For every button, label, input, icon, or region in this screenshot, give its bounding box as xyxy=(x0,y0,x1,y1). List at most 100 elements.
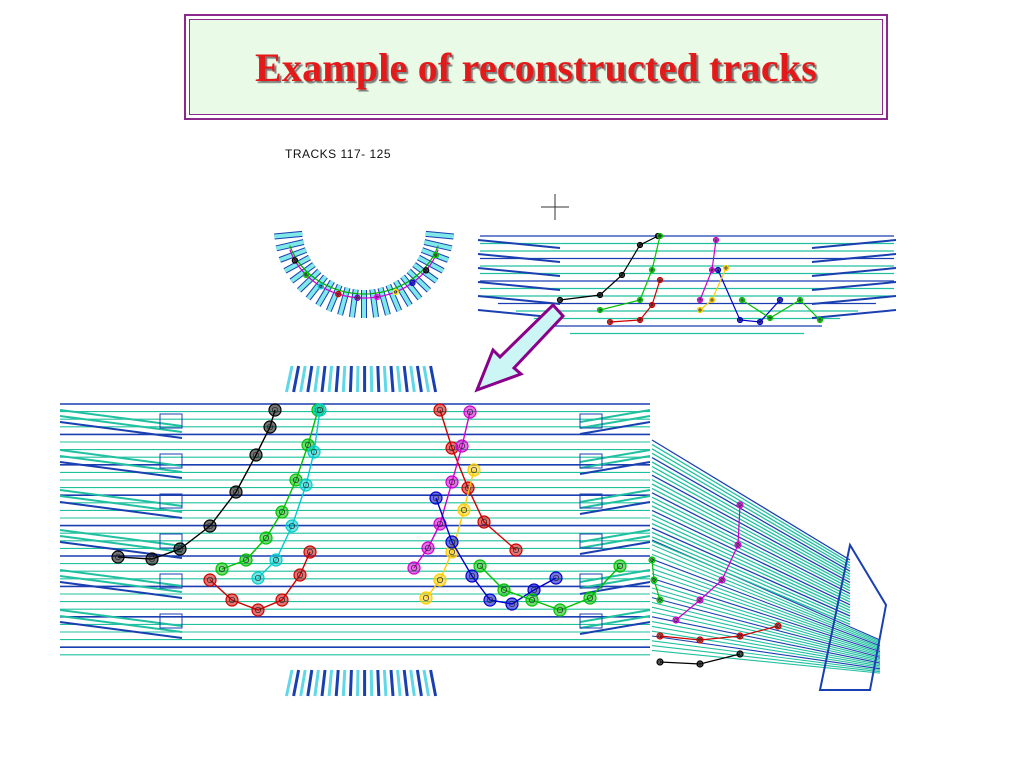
persp-hit xyxy=(736,650,744,658)
end-module-fill xyxy=(400,275,422,300)
side-hit xyxy=(596,306,604,314)
end-module-fill xyxy=(290,262,316,283)
persp-layer-a xyxy=(651,448,851,567)
persp-layer-b xyxy=(651,611,881,663)
zoom-hit xyxy=(173,542,187,556)
track-hit-core xyxy=(650,558,654,562)
zoom-hit xyxy=(251,603,265,617)
zoom-module-left xyxy=(59,449,183,467)
zoom-module-left xyxy=(59,621,183,639)
comb-module xyxy=(382,365,388,393)
zoom-hit xyxy=(477,515,491,529)
zoom-hit xyxy=(229,485,243,499)
persp-layer-a xyxy=(651,465,851,578)
persp-layer-a xyxy=(651,474,851,583)
zoom-tracks xyxy=(111,403,627,617)
zoom-hit xyxy=(433,403,447,417)
track-hit-core xyxy=(306,548,314,556)
track-hit-core xyxy=(410,281,414,285)
track-hit-core xyxy=(242,556,250,564)
track-hit-core xyxy=(598,293,602,297)
track-hit-core xyxy=(460,506,468,514)
track-hit-core xyxy=(720,578,724,582)
side-hit xyxy=(722,264,730,272)
zoom-module-left xyxy=(59,529,183,547)
zoom-module-right xyxy=(579,415,651,429)
side-hit xyxy=(736,316,744,324)
persp-layer-b xyxy=(651,635,881,670)
zoom-hit xyxy=(429,491,443,505)
end-view-detector xyxy=(274,230,454,318)
track-hit-core xyxy=(206,576,214,584)
zoom-module-right xyxy=(579,569,651,583)
track-hit-core xyxy=(470,466,478,474)
zoom-hit xyxy=(239,553,253,567)
persp-hit xyxy=(736,632,744,640)
side-module-right xyxy=(811,239,897,249)
persp-layer-b xyxy=(651,649,881,674)
zoom-hit xyxy=(313,403,327,417)
end-module-fill xyxy=(393,280,412,307)
zoom-module-left xyxy=(59,495,183,513)
zoom-hit xyxy=(473,559,487,573)
end-track xyxy=(289,245,439,295)
comb-module xyxy=(327,365,334,393)
persp-layer-a xyxy=(651,514,851,609)
comb-module xyxy=(334,365,340,393)
zoom-module-box xyxy=(159,533,183,549)
end-module-fill xyxy=(407,269,431,292)
track-hit-core xyxy=(776,624,780,628)
comb-module xyxy=(369,365,374,393)
track-hit-core xyxy=(252,451,260,459)
comb-module xyxy=(422,669,430,697)
track-hit-core xyxy=(436,576,444,584)
side-track xyxy=(717,269,781,323)
comb-module xyxy=(299,669,307,697)
track-hit-core xyxy=(738,318,742,322)
track-hit-core xyxy=(424,268,428,272)
zoom-hit xyxy=(509,543,523,557)
track-hit-core xyxy=(528,596,536,604)
slide-title: Example of reconstructed tracks xyxy=(254,44,818,90)
track-hit-core xyxy=(476,562,484,570)
track-hit-core xyxy=(266,423,274,431)
zoom-hit xyxy=(275,505,289,519)
track-hit-core xyxy=(658,634,662,638)
track-hit-core xyxy=(486,596,494,604)
side-hit xyxy=(606,318,614,326)
track-hit-core xyxy=(658,660,662,664)
end-module-fill xyxy=(306,275,328,300)
persp-layer-a xyxy=(651,536,851,623)
zoom-hit xyxy=(203,573,217,587)
persp-layer-a xyxy=(651,487,851,592)
track-hit-core xyxy=(512,546,520,554)
track-hit-core xyxy=(254,606,262,614)
side-hit xyxy=(756,318,764,326)
side-hit xyxy=(766,314,774,322)
end-module-fill xyxy=(316,280,335,307)
zoom-module-left xyxy=(59,575,183,593)
zoom-hit xyxy=(215,562,229,576)
track-hit-core xyxy=(422,594,430,602)
track-hit-core xyxy=(620,273,624,277)
track-hit-core xyxy=(480,518,488,526)
comb-module xyxy=(396,669,402,697)
track-hit-core xyxy=(714,238,718,242)
comb-module xyxy=(369,669,374,697)
track-hit-core xyxy=(304,273,308,277)
persp-layer-b xyxy=(651,568,881,650)
side-module-right xyxy=(811,295,897,305)
zoom-hit xyxy=(583,591,597,605)
zoom-module-right xyxy=(579,495,651,509)
persp-hit xyxy=(656,658,664,666)
track-hit-core xyxy=(293,258,297,262)
track-hit-core xyxy=(740,298,744,302)
persp-layer-b xyxy=(651,621,881,666)
track-hit-core xyxy=(355,296,359,300)
end-module-fill xyxy=(297,269,321,292)
zoom-module-box xyxy=(159,453,183,469)
track-hit-core xyxy=(296,571,304,579)
comb-module xyxy=(320,669,327,697)
zoom-module-right xyxy=(579,489,651,503)
comb-module xyxy=(306,669,314,697)
